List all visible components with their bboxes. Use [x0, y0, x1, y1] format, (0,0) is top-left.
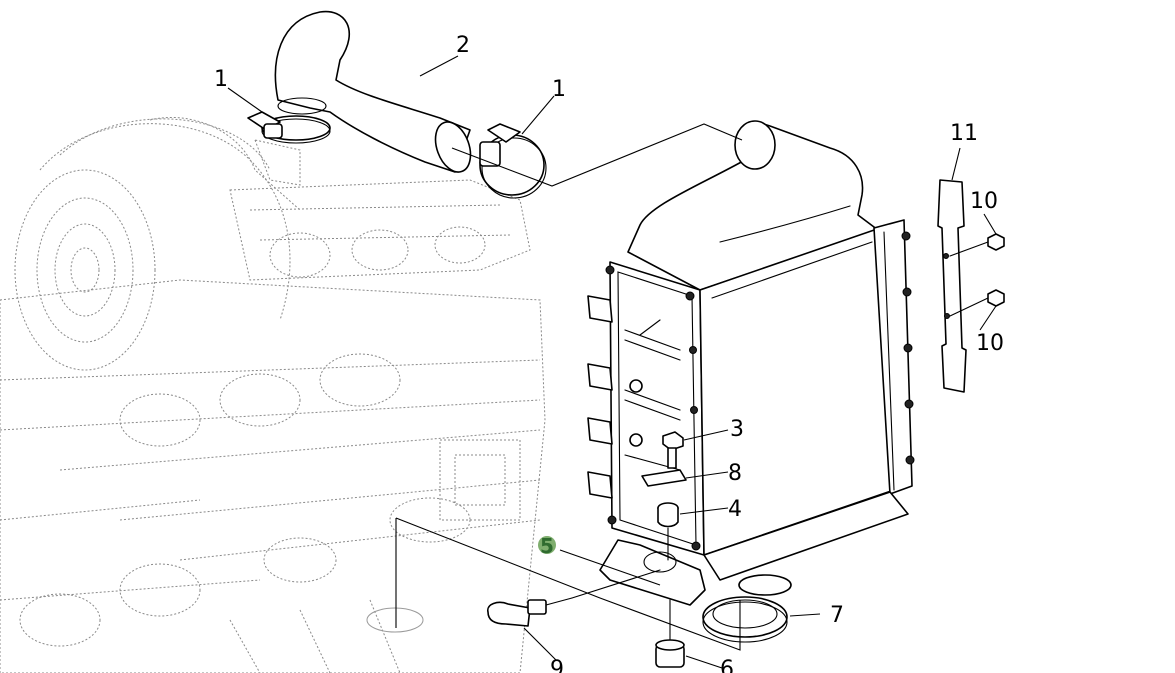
callout-3-bolt: 3: [730, 417, 744, 442]
callout-4-spacer: 4: [728, 497, 742, 522]
callout-1-right-clamp: 1: [552, 77, 566, 102]
callout-9-sensor: 9: [550, 657, 564, 673]
bolt: [662, 431, 684, 469]
leader-lines: [227, 55, 997, 669]
screw-lower: [949, 289, 1005, 317]
engine-background: [0, 116, 546, 673]
callout-10-screw-upper: 10: [970, 189, 998, 214]
callout-1-left-clamp: 1: [214, 67, 228, 92]
screw-upper: [949, 233, 1005, 257]
callout-8-shim: 8: [728, 461, 742, 486]
callout-2-intake-hose: 2: [456, 33, 470, 58]
shim-plate: [641, 469, 687, 487]
intake-hose: [274, 10, 472, 173]
highlight-dot: [538, 536, 556, 554]
callout-6-bushing: 6: [720, 657, 734, 673]
charge-air-cooler: [587, 120, 915, 606]
callout-5-highlighted[interactable]: 5: [540, 534, 554, 558]
spacer: [657, 502, 679, 561]
hose-clamp-left: [247, 111, 331, 144]
temperature-sensor: [487, 569, 661, 627]
callout-11-mounting-strip: 11: [950, 121, 978, 146]
hose-clamp-right: [479, 123, 547, 199]
callout-labels: 1 2 1 11 10 10 3 8 4 5 7 6 9: [214, 33, 1004, 673]
callout-10-screw-lower: 10: [976, 331, 1004, 356]
mounting-strip: [937, 179, 967, 393]
seal-ring: [702, 596, 788, 643]
bushing: [655, 599, 685, 668]
callout-7-seal-ring: 7: [830, 603, 844, 628]
